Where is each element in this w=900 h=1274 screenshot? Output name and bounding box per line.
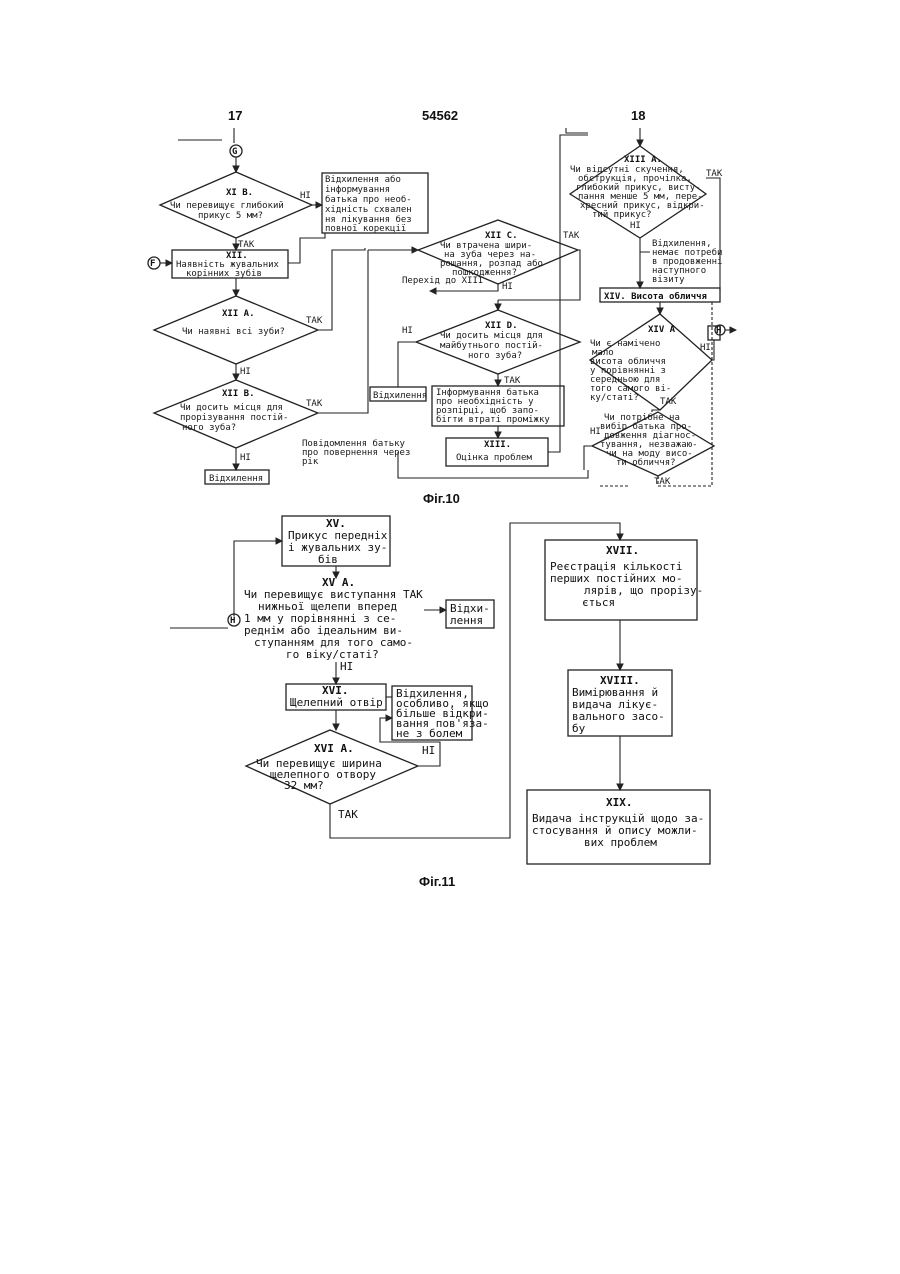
xii-a-yes-label: ТАК [306,316,323,326]
xix-text: XIX. Видача інструкцій щодо за- стосуван… [532,791,714,849]
xii-d-no-label: НІ [402,326,413,336]
svg-text:H: H [230,616,235,626]
figure-11: XV. Прикус передніх і жувальних зу- бів … [170,512,714,889]
deviation-xii-b-text: Відхилення [209,474,263,484]
xvi-a-text: XVI A. Чи перевищує ширина щелепного отв… [256,737,391,792]
xviii-text: XVIII. Вимірювання й видача лікує- вальн… [572,669,674,735]
xvii-text: XVII. Реєстрація кількості перших постій… [550,539,713,609]
svg-text:H: H [716,326,721,336]
xiii-a-no-label: НІ [630,221,641,231]
xiv-a-no-label: НІ [700,343,711,353]
xii-c-yes-label: ТАК [563,231,580,241]
svg-text:G: G [232,147,237,157]
xvi-a-no-label: НІ [422,744,435,757]
xii-text: XII. Наявність жувальних корінних зубів [176,243,289,279]
deviation-xii-d-text: Відхилення [373,391,427,401]
xiv-a-text: XIV A Чи є намічено мало висота обличчя … [590,317,685,403]
figure-11-caption: Фіг.11 [419,874,455,889]
figure-10: G XI B. Чи перевищує глибокий прикус 5 м… [148,128,736,506]
goto-xiii-label: Перехід до XIII [402,276,483,286]
xi-b-no-label: НІ [300,191,311,201]
xii-d-text: XII D. Чи досить місця для майбутнього п… [440,313,553,361]
notice-parent-text: Повідомлення батьку про повернення через… [302,431,420,467]
xiv-text: XIV. Висота обличчя [604,291,707,302]
xv-a-no-label: НІ [340,660,353,673]
xiii-text: XIII. Оцінка проблем [456,432,532,463]
xii-a-no-label: НІ [240,367,251,377]
xii-d-yes-label: ТАК [504,376,521,386]
page-number-right: 18 [631,108,645,123]
choice-text: Чи потрібне на вибір батька про- довженн… [600,405,707,468]
figure-10-caption: Фіг.10 [423,491,460,506]
svg-text:F: F [150,259,155,269]
xv-text: XV. Прикус передніх і жувальних зу- бів [288,512,397,566]
xiv-a-yes-label: ТАК [660,397,677,407]
xv-a-text: XV A. Чи перевищує виступання ТАК нижньо… [244,571,432,661]
deviation-xv-text: Відхи- лення [450,597,499,627]
xi-b-text: XI B. Чи перевищує глибокий прикус 5 мм? [170,180,293,221]
xii-c-no-label: НІ [502,282,513,292]
page-number-left: 17 [228,108,242,123]
document-number: 54562 [422,108,458,123]
xii-a-text: XII A. Чи наявні всі зуби? [182,301,285,337]
inform-parent-text: Інформування батька про необхідність у р… [436,380,550,425]
deviation-xvi-text: Відхилення, особливо, якщо більше відкри… [396,682,498,740]
xvi-a-yes-label: ТАК [338,808,358,821]
xii-c-text: XII C. Чи втрачена шири- на зуба через н… [440,223,553,278]
xii-b-yes-label: ТАК [306,399,323,409]
choice-no-label: НІ [590,427,601,437]
xii-b-no-label: НІ [240,453,251,463]
deviation-inform-text: Відхилення або інформування батька про н… [325,167,421,234]
xiii-a-text: XIII A. Чи відсутні скучення, обструкція… [570,147,714,220]
xii-b-text: XII B. Чи досить місця для прорізування … [180,381,298,433]
